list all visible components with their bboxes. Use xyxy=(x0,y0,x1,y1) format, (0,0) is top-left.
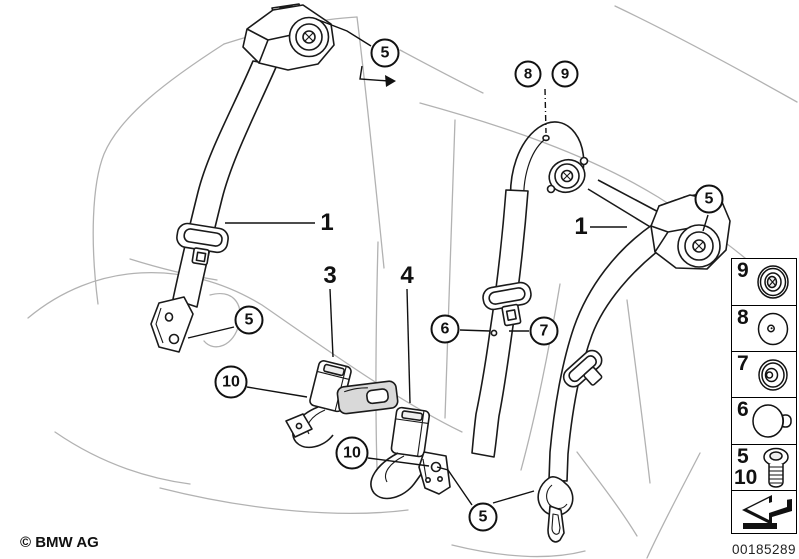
callout-5-bottom[interactable]: 5 xyxy=(468,502,498,532)
legend-row-arrow xyxy=(731,490,797,534)
guide-bolt-hole xyxy=(542,134,550,142)
legend-number: 10 xyxy=(734,466,758,489)
right-belt-anchor-hook xyxy=(537,476,574,543)
right-belt-retractor xyxy=(650,193,731,270)
callout-label: 10 xyxy=(343,444,361,461)
callout-label: 7 xyxy=(539,322,549,339)
left-belt-webbing xyxy=(172,60,278,308)
copyright-notice: © BMW AG xyxy=(20,534,99,551)
callout-label: 5 xyxy=(380,44,390,61)
left-belt-anchor-plate xyxy=(150,296,194,353)
legend-row-6[interactable]: 6 xyxy=(731,397,797,445)
direction-arrow-icon xyxy=(742,495,792,529)
seat-outline-sketch xyxy=(27,5,798,559)
callout-label: 5 xyxy=(478,508,488,525)
bushing-washer-icon xyxy=(758,358,788,391)
callout-label: 5 xyxy=(704,190,714,207)
callout-9[interactable]: 9 xyxy=(551,60,579,88)
cover-cap-icon xyxy=(757,312,789,345)
leader-lines xyxy=(187,18,709,506)
callout-label: 5 xyxy=(244,311,254,328)
callout-label: 6 xyxy=(440,320,450,337)
part-label-3[interactable]: 3 xyxy=(323,262,337,289)
right-belt-webbing xyxy=(548,224,668,482)
plug-cap-icon xyxy=(752,404,792,438)
leader-arrowhead xyxy=(385,75,396,87)
callout-5-top[interactable]: 5 xyxy=(370,38,400,68)
callout-label: 10 xyxy=(222,373,240,390)
grommet-washer-icon xyxy=(757,265,789,299)
center-seatbelt-assembly xyxy=(471,121,589,458)
callout-5-right[interactable]: 5 xyxy=(694,184,724,214)
callout-10-left[interactable]: 10 xyxy=(214,365,248,399)
callout-label: 8 xyxy=(523,65,533,83)
legend-number: 6 xyxy=(737,398,749,421)
buckle-anchor-plate xyxy=(418,451,451,495)
legend-number: 7 xyxy=(737,352,749,375)
buckle-part-3 xyxy=(285,360,399,449)
legend-row-7[interactable]: 7 xyxy=(731,351,797,398)
legend-number: 9 xyxy=(737,259,749,282)
part-label-1-right[interactable]: 1 xyxy=(574,213,588,240)
legend-row-8[interactable]: 8 xyxy=(731,305,797,352)
document-number: 00185289 xyxy=(731,542,797,557)
center-belt-tongue xyxy=(482,281,532,327)
left-belt-loop-fitting xyxy=(176,222,229,266)
latch-plate xyxy=(336,380,399,415)
right-belt-tongue xyxy=(562,349,603,388)
legend-number: 8 xyxy=(737,306,749,329)
callout-6[interactable]: 6 xyxy=(430,314,460,344)
callout-5-left[interactable]: 5 xyxy=(234,305,264,335)
callout-7[interactable]: 7 xyxy=(529,316,559,346)
dash-dot-leader xyxy=(544,88,547,134)
left-belt-retractor xyxy=(242,3,335,71)
callout-label: 9 xyxy=(560,65,570,83)
callout-10-center[interactable]: 10 xyxy=(335,436,369,470)
torx-screw-icon xyxy=(763,447,789,488)
parts-legend: 9 8 7 xyxy=(731,258,797,534)
legend-number: 5 xyxy=(737,445,749,468)
right-seatbelt-assembly xyxy=(537,179,731,543)
legend-row-9[interactable]: 9 xyxy=(731,258,797,306)
callout-8[interactable]: 8 xyxy=(514,60,542,88)
part-label-4[interactable]: 4 xyxy=(400,262,414,289)
left-seatbelt-assembly xyxy=(150,3,335,353)
pillar-guide-bracket xyxy=(509,121,585,207)
part-label-1-left[interactable]: 1 xyxy=(320,209,334,236)
belt-guide-disc xyxy=(546,156,589,194)
buckle-part-4 xyxy=(370,406,451,500)
belt-stop-button xyxy=(490,329,498,337)
legend-row-5-10[interactable]: 5 10 xyxy=(731,444,797,491)
